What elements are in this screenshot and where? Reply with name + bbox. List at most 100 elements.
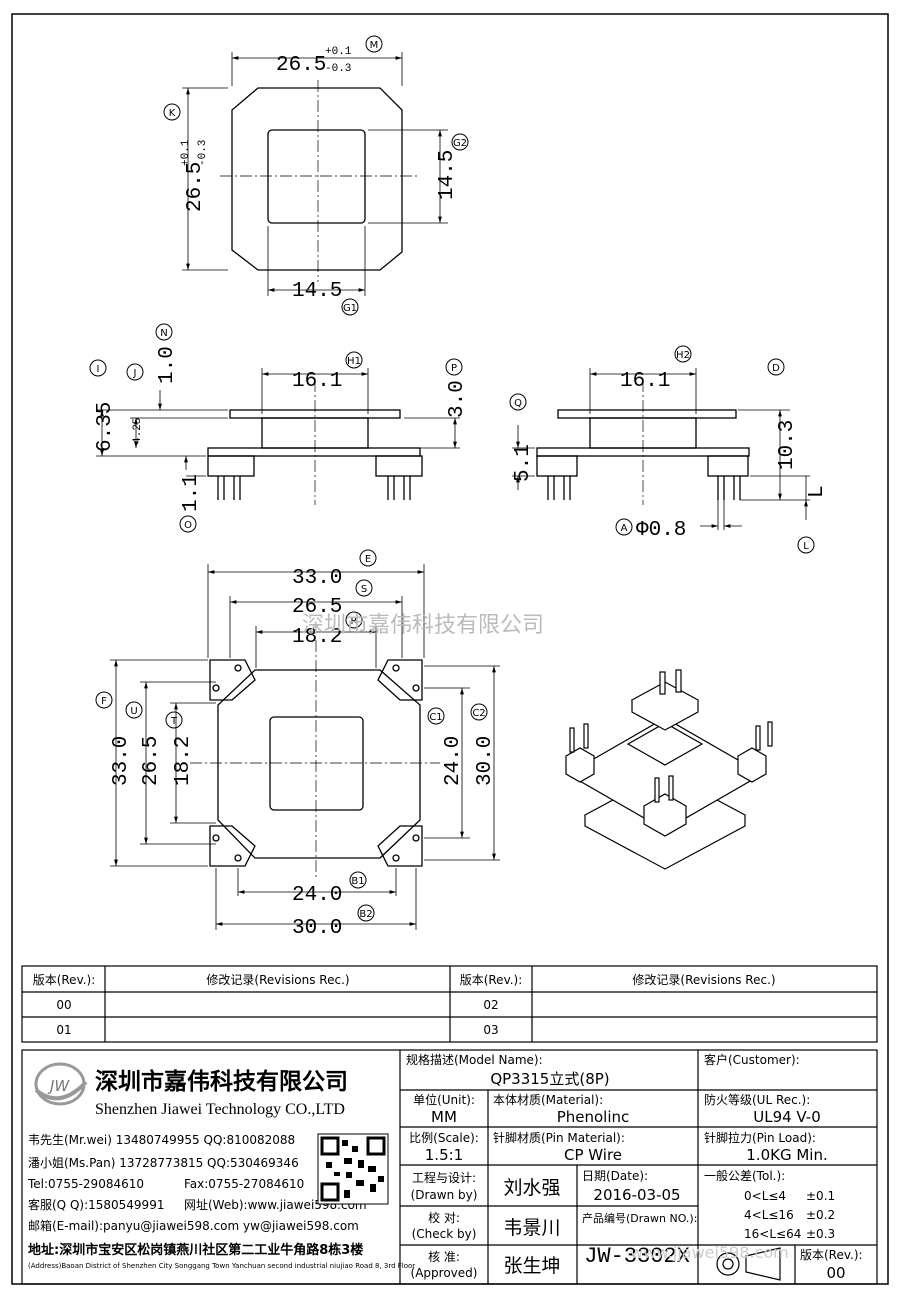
scale-value: 1.5:1 (425, 1146, 463, 1164)
service-qq: 客服(Q Q):1580549991 (28, 1197, 164, 1212)
tag-m: M (370, 40, 379, 51)
tag-b1: B1 (351, 876, 364, 887)
pin-material-value: CP Wire (564, 1146, 622, 1164)
base-plate (207, 447, 421, 457)
approve-label-cn: 核 准: (428, 1250, 460, 1264)
top-view (182, 52, 448, 296)
tol-2-range: 4<L≤16 (744, 1208, 794, 1222)
tag-f: F (101, 696, 107, 707)
tag-k: K (169, 108, 176, 119)
dim-k-tol-lower: -0.3 (197, 140, 209, 166)
tag-c1: C1 (429, 712, 442, 723)
tag-a: A (621, 523, 628, 534)
tag-g2: G2 (453, 138, 467, 149)
dim-m-value: 26.5 (276, 54, 326, 77)
side-view-left (96, 368, 460, 505)
dim-j-value: 4.25 (132, 418, 144, 444)
tag-d: D (772, 363, 780, 374)
date-value: 2016-03-05 (593, 1186, 680, 1204)
drawn-label-en: (Drawn by) (411, 1188, 478, 1202)
rev-row-1-right: 03 (483, 1023, 498, 1037)
dim-m-tol-lower: -0.3 (325, 63, 351, 75)
approve-label-en: (Approved) (411, 1266, 478, 1280)
tag-h1: H1 (347, 356, 361, 367)
dim-b1-value: 24.0 (292, 884, 342, 907)
drawn-no-value: JW-3302X (584, 1244, 690, 1269)
url-watermark: www.jjawei598.com (630, 1243, 789, 1262)
tol-3-range: 16<L≤64 (744, 1227, 801, 1241)
title-block-grid (21, 1049, 878, 1285)
tag-p: P (451, 363, 457, 374)
company-name-en: Shenzhen Jiawei Technology CO.,LTD (95, 1101, 345, 1118)
dim-f-value: 33.0 (110, 736, 133, 786)
company-name-cn: 深圳市嘉伟科技有限公司 (95, 1068, 348, 1095)
drawn-label-cn: 工程与设计: (412, 1170, 476, 1185)
drawn-value: 刘水强 (503, 1177, 560, 1199)
tel: Tel:0755-29084610 (27, 1177, 144, 1191)
email: 邮箱(E-mail):panyu@jiawei598.com yw@jiawei… (28, 1218, 359, 1233)
rev-row-0-left: 00 (56, 998, 71, 1012)
qr-code (317, 1133, 389, 1205)
dim-h2-value: 16.1 (620, 370, 670, 393)
tol-1-range: 0<L≤4 (744, 1189, 786, 1203)
dim-g2-value: 14.5 (436, 150, 459, 200)
unit-value: MM (431, 1108, 457, 1126)
top-view-outline (231, 87, 403, 271)
projection-symbol-icon (716, 1247, 781, 1281)
dim-i-value: 6.35 (94, 402, 117, 452)
tag-c2: C2 (472, 708, 485, 719)
rev-label: 版本(Rev.): (800, 1248, 863, 1262)
material-label: 本体材质(Material): (493, 1093, 603, 1107)
rev-header-left: 版本(Rev.): (33, 973, 96, 987)
scale-label: 比例(Scale): (409, 1131, 479, 1145)
tag-l: L (803, 541, 809, 552)
tol-label: 一般公差(Tol.): (704, 1168, 785, 1183)
top-view-tags: M K G2 G1 (163, 35, 469, 316)
model-value: QP3315立式(8P) (490, 1070, 609, 1088)
rev-row-0-right: 02 (483, 998, 498, 1012)
dim-k-value: 26.5 (184, 162, 207, 212)
fax: Fax:0755-27084610 (184, 1177, 304, 1191)
check-label-cn: 校 对: (428, 1210, 460, 1225)
revisions-table (21, 965, 878, 1043)
watermark-text: 深圳市嘉伟科技有限公司 (302, 613, 544, 638)
tag-i: I (97, 364, 100, 375)
dim-p-value: 3.0 (446, 380, 469, 418)
tol-3-value: ±0.3 (806, 1227, 835, 1241)
company-logo: JW (34, 1062, 88, 1106)
side-view-right-tags: H2 D Q L A (509, 345, 815, 554)
rec-header-right: 修改记录(Revisions Rec.) (632, 972, 775, 987)
dim-l-value: L (806, 485, 829, 498)
logo-text: JW (47, 1077, 70, 1095)
tag-u: U (130, 706, 137, 717)
pin-block-left (207, 455, 255, 477)
dim-q-value: 5.1 (512, 444, 535, 482)
dim-d-value: 10.3 (776, 420, 799, 470)
dim-s-value: 26.5 (292, 596, 342, 619)
side-view-left-tags: N I J H1 P O (89, 323, 463, 533)
dim-o-value: 1.1 (180, 474, 203, 512)
contact-1: 韦先生(Mr.wei) 13480749955 QQ:810082088 (28, 1133, 295, 1147)
customer-label: 客户(Customer): (704, 1052, 800, 1067)
material-value: Phenolinc (557, 1108, 630, 1126)
tag-t: T (170, 716, 178, 727)
dim-c1-value: 24.0 (442, 736, 465, 786)
dim-g1-value: 14.5 (292, 280, 342, 303)
tag-b2: B2 (359, 909, 372, 920)
tag-s: S (361, 584, 367, 595)
dim-r-value: 18.2 (292, 626, 342, 649)
isometric-view (565, 669, 773, 870)
check-value: 韦景川 (503, 1217, 560, 1239)
unit-label: 单位(Unit): (413, 1092, 475, 1107)
dim-n-value: 1.0 (156, 346, 179, 384)
tag-e: E (365, 554, 371, 565)
pin-load-value: 1.0KG Min. (746, 1146, 827, 1164)
dim-e-value: 33.0 (292, 567, 342, 590)
rev-value: 00 (826, 1264, 845, 1282)
tag-j: J (133, 368, 137, 379)
dim-b2-value: 30.0 (292, 917, 342, 940)
approve-value: 张生坤 (503, 1255, 560, 1277)
tag-q: Q (514, 398, 522, 409)
top-view-window (267, 129, 366, 224)
dim-t-value: 18.2 (172, 736, 195, 786)
